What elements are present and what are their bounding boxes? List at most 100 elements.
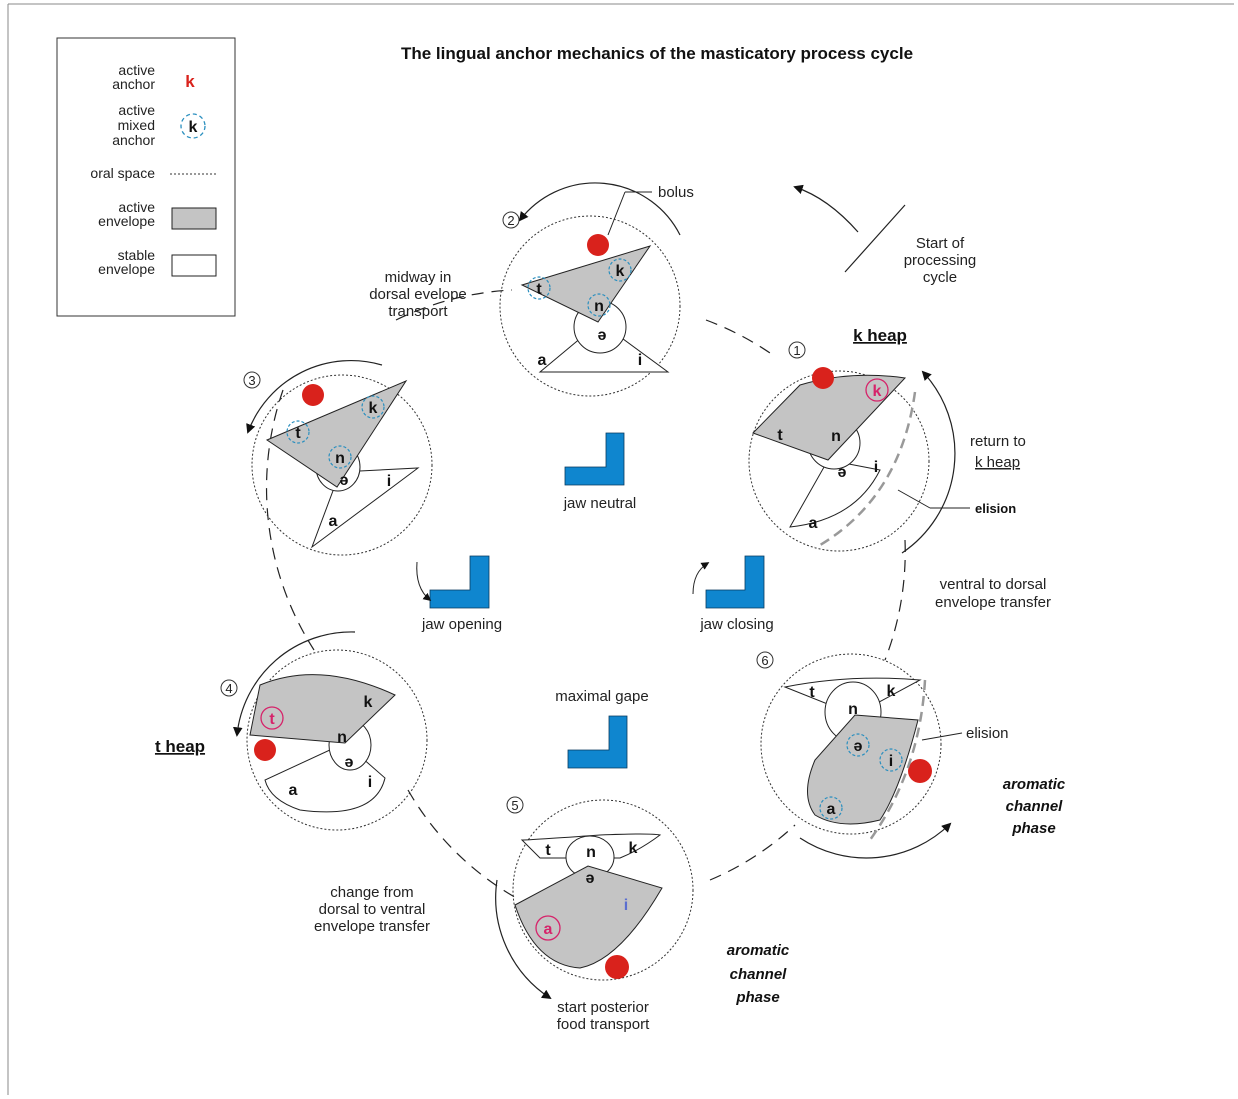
start-cycle-l2: processing [904, 252, 977, 269]
legend-stable-envelope-swatch [171, 254, 217, 277]
phase-2-letter-t: t [536, 281, 542, 298]
phase-6-letter-i: i [889, 753, 893, 770]
phase-4-letter-t: t [269, 711, 275, 728]
ventral-to-dorsal-l1: ventral to dorsal [940, 576, 1047, 593]
legend-active-envelope-l2: envelope [98, 213, 155, 229]
jaw-closing-label: jaw closing [699, 616, 773, 633]
phase-5-letter-i: i [624, 897, 628, 914]
jaw-closing: jaw closing [692, 555, 774, 633]
aromatic-phase-5-l2: channel [730, 966, 788, 983]
legend-active-anchor-l2: anchor [112, 76, 155, 92]
phase-6-elision-path [868, 679, 927, 841]
legend-oral-space: oral space [90, 165, 155, 181]
phase-4: 4 t heap t k n ə i a change from dorsal … [155, 631, 430, 935]
jaw-maximal-gape: maximal gape [555, 688, 649, 769]
midway-l3: transport [388, 303, 448, 320]
aromatic-phase-6-l3: phase [1011, 820, 1055, 837]
return-k-heap-l1: return to [970, 433, 1026, 450]
phase-3-number: 3 [248, 373, 255, 388]
phase-6-number: 6 [761, 653, 768, 668]
midway-l1: midway in [385, 269, 452, 286]
phase-1: 1 k heap k t n ə i a return to k heap el… [748, 326, 1026, 554]
phase-1-letter-a: a [809, 515, 818, 532]
phase-1-letter-i: i [874, 459, 878, 476]
phase-2-letter-schwa: ə [598, 327, 607, 344]
phase-1-number: 1 [793, 343, 800, 358]
phase-5-letter-a: a [544, 921, 553, 938]
phase-6: 6 t k n ə i a elision aromatic channel p… [756, 651, 1066, 859]
phase-6-letter-schwa: ə [854, 738, 863, 755]
aromatic-phase-6-l1: aromatic [1003, 776, 1066, 793]
maximal-gape-label: maximal gape [555, 688, 648, 705]
phase-3-letter-t: t [295, 425, 301, 442]
phase-5-number: 5 [511, 798, 518, 813]
phase-1-elision-path [814, 391, 917, 550]
phase-6-letter-a: a [827, 801, 836, 818]
legend-active-anchor-symbol: k [185, 72, 195, 91]
phase-4-letter-a: a [289, 782, 298, 799]
phase-2: 2 k t n ə a i bolus midway in dorsal eve… [369, 182, 694, 397]
phase-1-letter-t: t [777, 427, 783, 444]
start-cycle-l3: cycle [923, 269, 957, 286]
phase-3-letter-a: a [329, 513, 338, 530]
start-posterior-l1: start posterior [557, 999, 649, 1016]
phase-5-letter-n: n [586, 844, 596, 861]
start-cycle-marker: Start of processing cycle [793, 184, 977, 286]
change-dorsal-ventral-l1: change from [330, 884, 413, 901]
phase-1-letter-schwa: ə [838, 464, 847, 481]
legend-stable-envelope-l1: stable [118, 247, 156, 263]
t-heap-label: t heap [155, 737, 205, 756]
phase-4-number: 4 [225, 681, 232, 696]
jaw-neutral: jaw neutral [563, 432, 637, 512]
legend-active-anchor-l1: active [118, 62, 155, 78]
legend-mixed-anchor-circle [180, 113, 206, 139]
change-dorsal-ventral-l3: envelope transfer [314, 918, 430, 935]
phase-1-elision-label: elision [975, 501, 1016, 516]
jaw-neutral-label: jaw neutral [563, 495, 637, 512]
legend-mixed-anchor-l2: mixed [118, 117, 155, 133]
legend-stable-envelope-l2: envelope [98, 261, 155, 277]
diagram-title: The lingual anchor mechanics of the mast… [401, 44, 913, 63]
aromatic-phase-5-l1: aromatic [727, 942, 790, 959]
phase-5-letter-t: t [545, 842, 551, 859]
phase-3-letter-n: n [335, 450, 345, 467]
change-dorsal-ventral-l2: dorsal to ventral [319, 901, 426, 918]
phase-1-letter-k: k [873, 383, 882, 400]
phase-5: 5 a i t n k ə start posterior food trans… [495, 796, 790, 1033]
legend-mixed-anchor-l3: anchor [112, 132, 155, 148]
legend: active anchor k active mixed anchor k or… [56, 37, 236, 317]
jaw-opening: jaw opening [416, 555, 502, 633]
phase-6-letter-t: t [809, 684, 815, 701]
phase-2-letter-n: n [594, 298, 604, 315]
outer-frame [7, 3, 1234, 1095]
phase-3-letter-k: k [369, 400, 378, 417]
aromatic-phase-6-l2: channel [1006, 798, 1064, 815]
return-k-heap-l2: k heap [975, 454, 1020, 471]
phase-2-letter-i: i [638, 352, 642, 369]
phase-5-letter-k: k [629, 840, 638, 857]
start-posterior-l2: food transport [557, 1016, 650, 1033]
legend-active-envelope-l1: active [118, 199, 155, 215]
phase-2-letter-k: k [616, 263, 625, 280]
cycle-path [265, 289, 906, 901]
phase-2-number: 2 [507, 213, 514, 228]
phase-6-letter-n: n [848, 701, 858, 718]
phase-6-elision-label: elision [966, 725, 1009, 742]
phase-4-letter-k: k [364, 694, 373, 711]
legend-active-envelope-swatch [171, 207, 217, 230]
phase-2-letter-a: a [538, 352, 547, 369]
midway-l2: dorsal evelope [369, 286, 467, 303]
phase-3-letter-i: i [387, 473, 391, 490]
phase-4-letter-i: i [368, 774, 372, 791]
legend-mixed-anchor-l1: active [118, 102, 155, 118]
phase-6-letter-k: k [887, 683, 896, 700]
phase-3-letter-schwa: ə [340, 472, 349, 489]
phase-4-letter-n: n [337, 729, 347, 746]
legend-mixed-anchor-symbol: k [189, 119, 198, 136]
aromatic-phase-5-l3: phase [735, 989, 779, 1006]
start-cycle-l1: Start of [916, 235, 965, 252]
phase-1-letter-n: n [831, 428, 841, 445]
bolus-label: bolus [658, 184, 694, 201]
phase-5-letter-schwa: ə [586, 870, 595, 887]
